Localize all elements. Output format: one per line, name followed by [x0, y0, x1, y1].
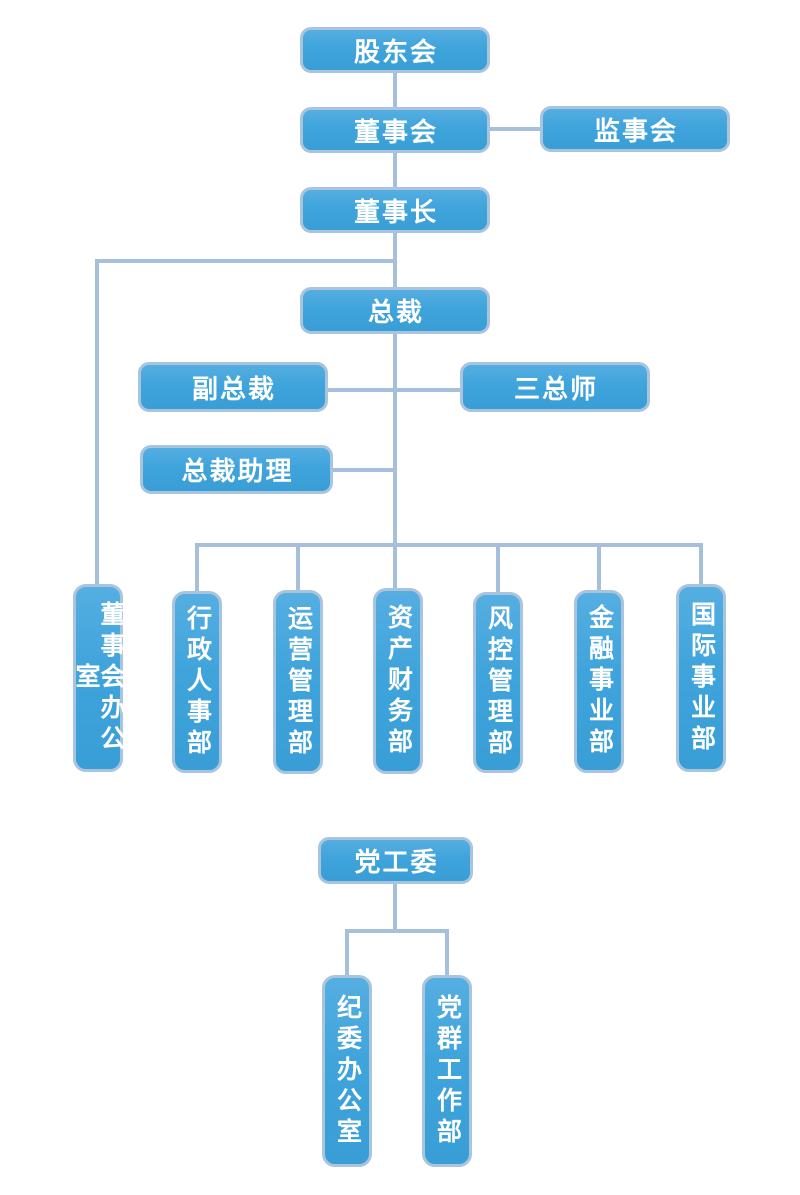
connector-president-trunk [393, 333, 397, 589]
org-node-three-chiefs: 三总师 [460, 362, 650, 412]
connector-drop-international [699, 543, 703, 587]
org-node-board-office: 董事会办公室 [72, 584, 125, 772]
connector-assistant-stub [333, 468, 395, 472]
org-node-label: 副总裁 [191, 373, 276, 404]
org-node-label: 董事会办公室 [72, 600, 125, 756]
org-node-risk-control: 风控管理部 [473, 592, 523, 773]
org-node-label: 总裁 [367, 297, 424, 327]
org-node-label: 监事会 [593, 115, 678, 146]
org-node-party-mass-work: 党群工作部 [422, 975, 472, 1167]
connector-party-split [345, 929, 449, 933]
connector-drop-admin-hr [195, 543, 199, 593]
org-node-label: 三总师 [513, 373, 598, 404]
org-node-label: 资产财务部 [384, 603, 413, 759]
org-node-financial-business: 金融事业部 [574, 590, 624, 773]
org-node-asset-finance: 资产财务部 [373, 588, 423, 774]
connector-drop-financial [597, 543, 601, 593]
org-node-label: 行政人事部 [183, 604, 212, 760]
connector-drop-risk-control [496, 543, 500, 595]
org-node-president-assistant: 总裁助理 [140, 445, 333, 494]
org-node-vice-president: 副总裁 [138, 362, 328, 412]
connector-board-chairman [393, 152, 397, 188]
org-node-label: 运营管理部 [284, 604, 313, 760]
org-node-label: 党工委 [354, 847, 439, 877]
org-node-label: 股东会 [353, 36, 438, 67]
org-node-label: 党群工作部 [433, 993, 462, 1149]
connector-drop-discipline [345, 929, 349, 977]
org-node-international-business: 国际事业部 [676, 584, 726, 772]
org-node-label: 国际事业部 [687, 600, 716, 756]
connector-board-supervisory [490, 127, 540, 131]
org-node-president: 总裁 [300, 287, 490, 334]
org-node-label: 董事长 [353, 196, 438, 227]
connector-departments-distributor [195, 543, 703, 547]
org-node-operations: 运营管理部 [273, 590, 323, 774]
connector-vp-chiefs-stub [328, 388, 462, 392]
connector-shareholders-board [393, 72, 397, 108]
org-node-party-committee: 党工委 [318, 837, 473, 884]
org-node-shareholders: 股东会 [300, 27, 490, 73]
org-node-label: 风控管理部 [484, 605, 513, 760]
connector-drop-operations [296, 543, 300, 593]
org-node-admin-hr: 行政人事部 [172, 591, 222, 773]
connector-drop-party-mass [445, 929, 449, 977]
org-node-discipline-office: 纪委办公室 [322, 975, 372, 1167]
org-node-label: 董事会 [353, 116, 438, 147]
org-node-label: 金融事业部 [585, 604, 614, 759]
org-node-label: 总裁助理 [181, 456, 294, 486]
org-node-supervisory: 监事会 [540, 106, 730, 152]
org-node-chairman: 董事长 [300, 187, 490, 233]
org-node-board: 董事会 [300, 107, 490, 153]
org-node-label: 纪委办公室 [333, 993, 362, 1149]
connector-party-down [393, 883, 397, 933]
connector-branch-board-office-h [95, 259, 397, 263]
connector-branch-board-office-v [95, 259, 99, 587]
